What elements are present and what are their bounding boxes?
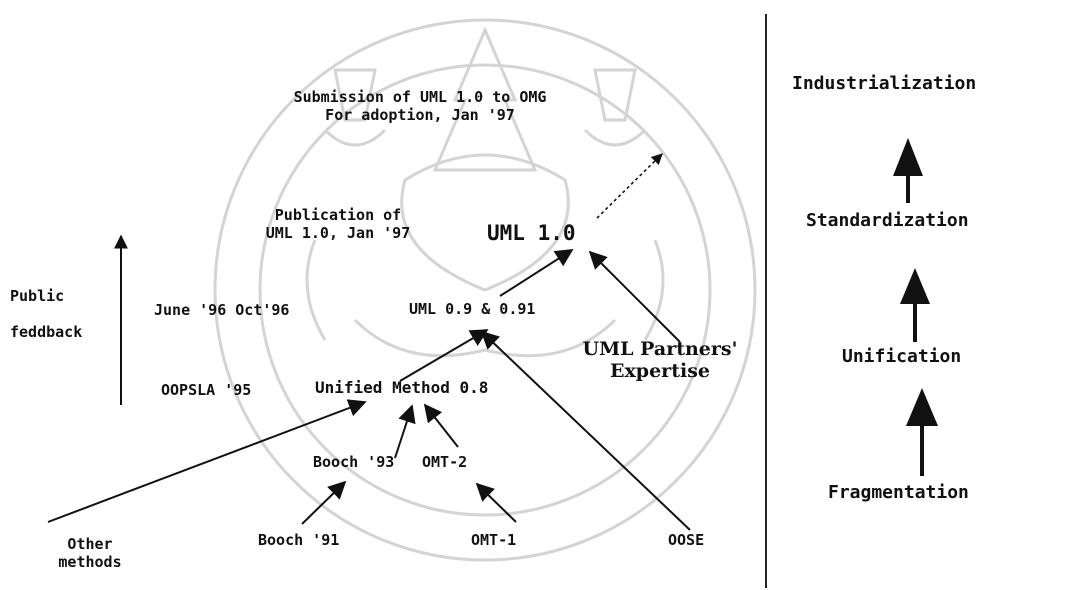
omt-1-label: OMT-1 [471, 531, 517, 549]
arrow-oose-to-uml09 [480, 330, 691, 531]
other-methods-label: Other methods [40, 535, 140, 571]
partners-line-1: UML Partners' [582, 338, 738, 360]
panel-divider [765, 14, 767, 588]
arrow-unified-to-uml09 [399, 329, 489, 382]
arrow-booch91-to-booch93 [301, 480, 347, 525]
submission-line-1: Submission of UML 1.0 to OMG [293, 88, 547, 106]
public-feedback-label: Public feddback [10, 287, 82, 341]
arrow-partners-to-uml10 [588, 250, 681, 343]
stage-fragmentation: Fragmentation [828, 482, 969, 503]
stage-arrow-std-to-ind [893, 138, 923, 203]
publication-label: Publication of UML 1.0, Jan '97 [238, 206, 438, 242]
uml-partners-label: UML Partners' Expertise [560, 338, 760, 382]
arrow-omt1-to-omt2 [475, 482, 517, 523]
oose-label: OOSE [668, 531, 705, 549]
stage-unification: Unification [842, 346, 962, 367]
stage-industrialization: Industrialization [792, 73, 977, 94]
omt-2-label: OMT-2 [422, 453, 468, 471]
booch-91-label: Booch '91 [258, 531, 340, 549]
public-line-2: feddback [10, 323, 83, 341]
submission-label: Submission of UML 1.0 to OMG For adoptio… [225, 88, 615, 124]
arrow-uml10-to-submission [596, 153, 663, 219]
public-line-1: Public [10, 287, 65, 305]
arrow-uml09-to-uml10 [499, 249, 574, 297]
arrow-omt2-to-unified [423, 403, 459, 448]
uml-1-0-label: UML 1.0 [487, 221, 576, 245]
other-line-2: methods [58, 553, 122, 571]
stage-arrow-frag-to-unif [906, 388, 938, 476]
submission-line-2: For adoption, Jan '97 [325, 106, 515, 124]
stage-standardization: Standardization [806, 210, 969, 231]
publication-line-1: Publication of [274, 206, 402, 224]
arrow-booch93-to-unified [394, 404, 416, 459]
june-oct-96-label: June '96 Oct'96 [154, 301, 290, 319]
oopsla-95-label: OOPSLA '95 [161, 381, 252, 399]
uml-0-9-label: UML 0.9 & 0.91 [409, 300, 536, 318]
partners-line-2: Expertise [610, 360, 710, 382]
booch-93-label: Booch '93 [313, 453, 395, 471]
other-line-1: Other [67, 535, 113, 553]
arrow-other-to-unified [47, 399, 367, 523]
unified-method-label: Unified Method 0.8 [315, 378, 489, 397]
publication-line-2: UML 1.0, Jan '97 [265, 224, 411, 242]
stage-arrow-unif-to-std [900, 268, 930, 342]
